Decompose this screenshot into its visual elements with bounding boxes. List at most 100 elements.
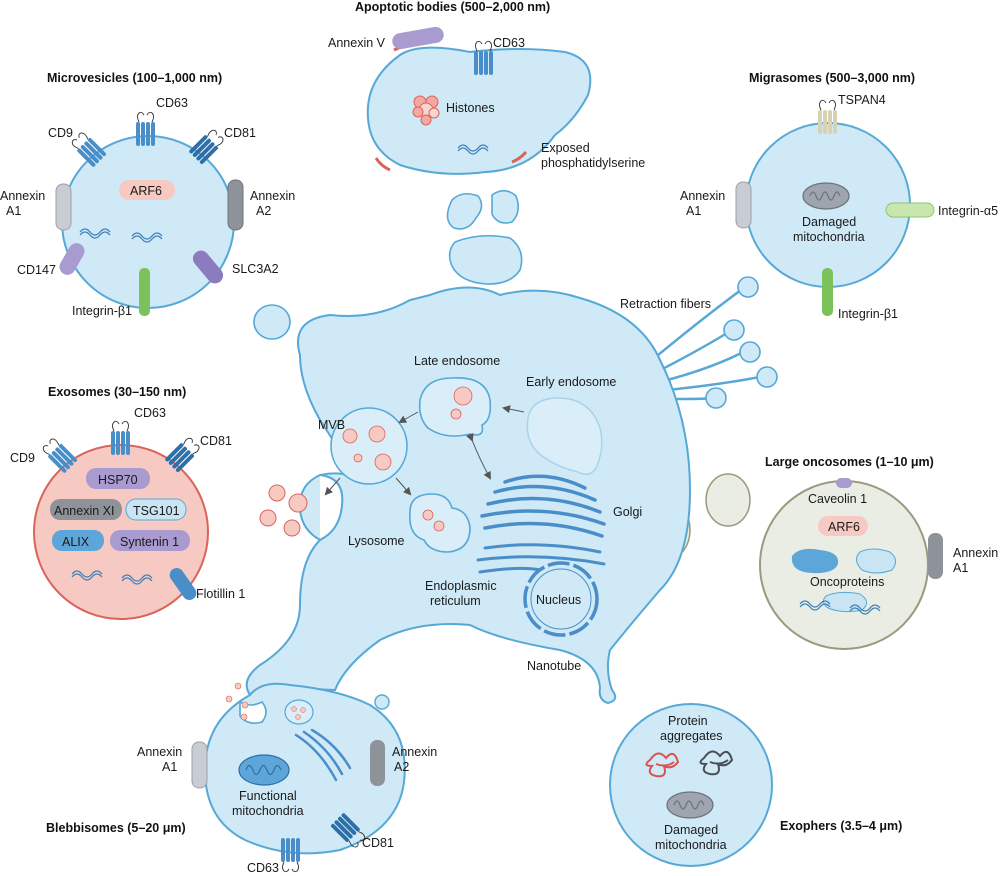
flotillin-protein	[169, 567, 197, 601]
golgi-label: Golgi	[613, 505, 642, 519]
oncosome-bleb	[705, 473, 751, 527]
retraction-tip	[756, 366, 778, 388]
mv-slc3a2-label: SLC3A2	[232, 262, 279, 276]
bleb-functional-label-2: mitochondria	[232, 804, 304, 818]
annexin-v-protein	[392, 26, 444, 50]
bleb-annexin-a1-label-1: Annexin	[137, 745, 182, 759]
exo-hsp70-label: HSP70	[98, 473, 138, 487]
mig-annexin-label-2: A1	[686, 204, 701, 218]
nanotube-label: Nanotube	[527, 659, 581, 673]
arf6-protein	[818, 516, 868, 536]
exo-alix-label: ALIX	[62, 535, 90, 549]
exo-syntenin-label: Syntenin 1	[120, 535, 179, 549]
late-endosome	[418, 377, 492, 437]
retraction-tip	[723, 319, 745, 341]
syntenin-protein	[110, 530, 190, 551]
retraction-tip	[737, 276, 759, 298]
early-endosome-label: Early endosome	[526, 375, 616, 389]
mig-tspan4-label: TSPAN4	[838, 93, 886, 107]
hsp70-protein	[86, 468, 150, 489]
tsg101-protein	[125, 498, 187, 521]
nucleus-inner	[530, 568, 592, 630]
cell-body	[245, 286, 692, 705]
golgi	[480, 474, 606, 538]
apoptotic-fragment	[491, 189, 520, 224]
exo-tsg101-label: TSG101	[133, 504, 180, 518]
released-vesicle	[234, 682, 242, 690]
onc-caveolin-label: Caveolin 1	[808, 492, 867, 506]
migrasomes: Migrasomes (500–3,000 nm) TSPAN4 Annexin…	[620, 71, 998, 321]
apoptotic-title: Apoptotic bodies (500–2,000 nm)	[355, 0, 550, 14]
mv-cd63-label: CD63	[156, 96, 188, 110]
late-endosome-vesicle	[450, 408, 462, 420]
onc-arf6-label: ARF6	[828, 520, 860, 534]
slc3a2-protein	[192, 250, 224, 284]
arf6-protein	[119, 180, 175, 200]
lysosome-label: Lysosome	[348, 534, 405, 548]
mig-annexin-label-1: Annexin	[680, 189, 725, 203]
cd147-protein	[59, 243, 85, 275]
large-oncosome	[759, 480, 929, 650]
exo-cd81-label: CD81	[200, 434, 232, 448]
released-vesicle	[225, 695, 233, 703]
exo-protein-label-2: aggregates	[660, 729, 723, 743]
early-endosome	[526, 397, 603, 475]
mv-annexin-a2-label-2: A2	[256, 204, 271, 218]
exosomes-title: Exosomes (30–150 nm)	[48, 385, 186, 399]
exposed-label-1: Exposed	[541, 141, 590, 155]
damaged-mitochondria-icon	[802, 182, 850, 210]
exo-damaged-label-2: mitochondria	[655, 838, 727, 852]
protein-aggregate-icon	[699, 750, 734, 776]
mv-cd9-label: CD9	[48, 126, 73, 140]
integrin-a5-protein	[885, 202, 935, 218]
mv-cd147-label: CD147	[17, 263, 56, 277]
released-exosome	[288, 493, 308, 513]
nucleus-label: Nucleus	[536, 593, 581, 607]
released-exosome	[283, 519, 301, 537]
onc-oncoproteins-label: Oncoproteins	[810, 575, 884, 589]
onc-annexin-label-1: Annexin	[953, 546, 998, 560]
late-endosome-label: Late endosome	[414, 354, 500, 368]
annexin-v-label: Annexin V	[328, 36, 386, 50]
mv-annexin-a2-label-1: Annexin	[250, 189, 295, 203]
exo-flotillin-label: Flotillin 1	[196, 587, 245, 601]
integrin-b1-protein	[139, 268, 150, 316]
lysosome-vesicle	[422, 509, 434, 521]
annexin-a1-protein	[735, 181, 752, 229]
annexin-a1-protein	[55, 183, 72, 231]
blebbisome-mvb	[284, 699, 314, 725]
exopher	[609, 703, 773, 867]
annexin-xi-protein	[50, 499, 122, 520]
main-cell: Late endosome Early endosome MVB Lysosom…	[245, 276, 778, 710]
mvb-vesicle	[295, 714, 301, 720]
exo-protein-label-1: Protein	[668, 714, 708, 728]
released-vesicle	[241, 701, 249, 709]
retraction-tip	[705, 387, 727, 409]
exophers: Protein aggregates Damaged mitochondria …	[609, 703, 902, 867]
nucleus	[523, 561, 599, 637]
bleb-annexin-a2-label-2: A2	[394, 760, 409, 774]
annexin-a2-protein	[370, 740, 385, 786]
er-label-1: Endoplasmic	[425, 579, 497, 593]
mv-annexin-a1-label-1: Annexin	[0, 189, 45, 203]
caveolin-protein	[836, 478, 852, 488]
small-vesicle	[253, 304, 291, 340]
apoptotic-fragment	[448, 234, 523, 285]
integrin-b1-protein	[822, 268, 833, 316]
mvb-label: MVB	[318, 418, 345, 432]
bleb-cd81-label: CD81	[362, 836, 394, 850]
microvesicles-title: Microvesicles (100–1,000 nm)	[47, 71, 222, 85]
exo-cd9-label: CD9	[10, 451, 35, 465]
mvb-vesicle	[374, 453, 392, 471]
annexin-a1-protein	[191, 741, 208, 789]
annexin-a2-protein	[227, 179, 244, 231]
mvb-vesicle	[368, 425, 386, 443]
microvesicles: Microvesicles (100–1,000 nm) CD63 CD9 CD…	[0, 71, 295, 318]
mvb-vesicle	[300, 707, 306, 713]
endoplasmic-reticulum	[476, 543, 606, 574]
mv-integrin-b1-label: Integrin-β1	[72, 304, 132, 318]
apoptotic-cd63-label: CD63	[493, 36, 525, 50]
exposed-label-2: phosphatidylserine	[541, 156, 645, 170]
histones-label: Histones	[446, 101, 495, 115]
